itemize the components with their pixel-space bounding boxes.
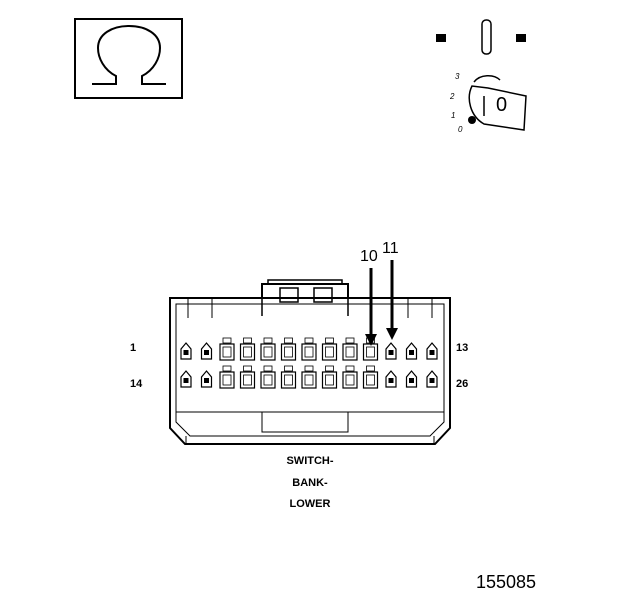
- figure-id: 155085: [476, 572, 537, 592]
- connector-pin-12: [405, 342, 418, 360]
- ignition-position-1: 1: [451, 111, 456, 120]
- connector-pin-19: [280, 365, 297, 389]
- probe-arrow-11: [386, 260, 398, 340]
- connector-pin-21: [321, 365, 338, 389]
- connector-pin-1: [180, 342, 192, 360]
- connector-pin-23: [362, 365, 379, 389]
- connector-pin-6: [280, 337, 297, 361]
- ignition-key-label: 0: [496, 94, 508, 116]
- pin-label-14: 14: [130, 378, 143, 390]
- probe-arrow-10: [365, 268, 377, 346]
- probe-pin-label-11: 11: [382, 240, 399, 257]
- ignition-position-0: 0: [458, 125, 463, 134]
- connector-pin-11: [385, 342, 397, 360]
- connector-pin-3: [219, 337, 235, 361]
- connector-pin-8: [321, 337, 338, 361]
- pin-label-13: 13: [456, 342, 469, 354]
- probe-pin-label-10: 10: [360, 248, 378, 265]
- connector-pin-13: [426, 342, 438, 360]
- connector-pin-7: [301, 337, 317, 361]
- connector-pin-5: [260, 337, 276, 361]
- pin-label-26: 26: [456, 378, 469, 390]
- connector-pin-20: [301, 365, 317, 389]
- connector-pin-9: [342, 337, 358, 361]
- connector-pin-26: [426, 370, 438, 388]
- connector-pin-15: [200, 370, 213, 388]
- contact-left: [436, 34, 446, 42]
- connector-pin-14: [180, 370, 192, 388]
- ohm-symbol-box: [74, 18, 183, 99]
- connector-pin-22: [342, 365, 358, 389]
- connector-pin-2: [200, 342, 213, 360]
- connector-pin-24: [385, 370, 397, 388]
- connector-name-line-1: SWITCH-: [286, 455, 334, 467]
- connector-name-line-3: LOWER: [289, 498, 331, 510]
- key-slot: [481, 19, 492, 55]
- connector-pin-17: [239, 365, 256, 389]
- ignition-key-icon: [468, 75, 527, 131]
- connector-name-line-2: BANK-: [292, 477, 328, 489]
- ignition-position-3: 3: [455, 72, 460, 81]
- ohm-icon: [92, 24, 166, 85]
- connector-pin-4: [239, 337, 256, 361]
- contact-right: [516, 34, 526, 42]
- connector-pin-18: [260, 365, 276, 389]
- connector-pin-16: [219, 365, 235, 389]
- pin-label-1: 1: [130, 342, 137, 354]
- connector-pin-25: [405, 370, 418, 388]
- ignition-position-2: 2: [450, 92, 455, 101]
- ignition-switch-diagram: [436, 19, 527, 131]
